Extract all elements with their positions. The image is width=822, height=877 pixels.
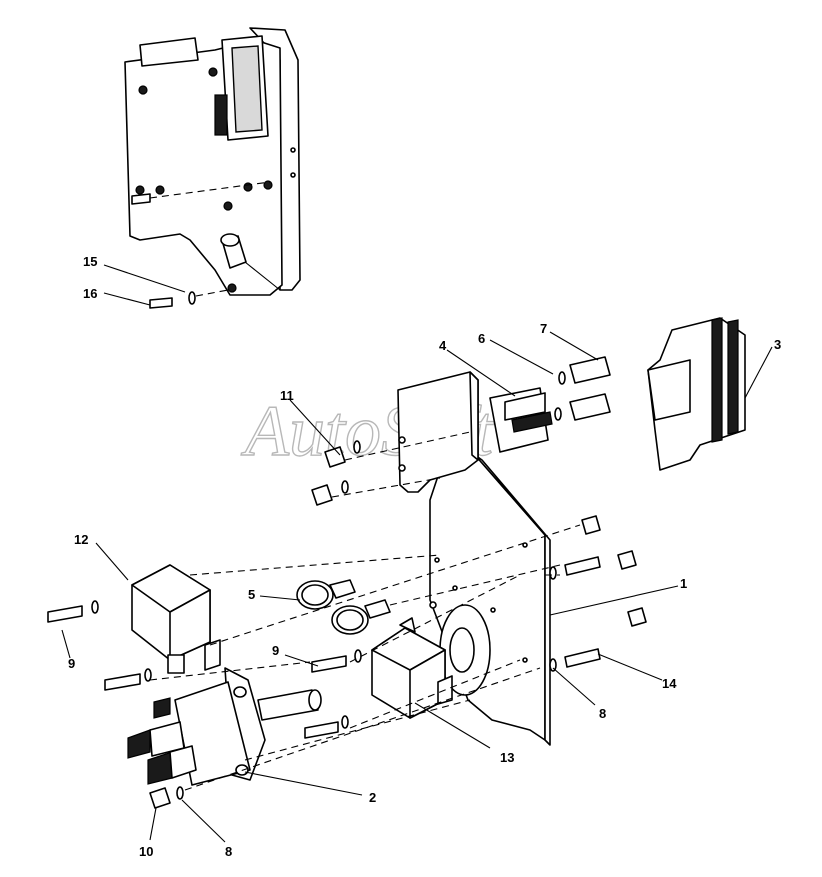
callout-2: 2 <box>369 790 376 805</box>
connector-block <box>647 317 746 471</box>
callout-6: 6 <box>478 331 485 346</box>
callout-3: 3 <box>774 337 781 352</box>
callout-9a: 9 <box>68 656 75 671</box>
callout-9b: 9 <box>272 643 279 658</box>
solenoid <box>127 667 322 786</box>
callout-13: 13 <box>500 750 514 765</box>
upper-mount-bracket <box>397 371 553 493</box>
inset-assembly <box>124 27 301 309</box>
callout-8b: 8 <box>599 706 606 721</box>
hose-clamps <box>296 579 391 635</box>
callout-14: 14 <box>662 676 677 691</box>
callout-10: 10 <box>139 844 153 859</box>
callout-8a: 8 <box>225 844 232 859</box>
relay-box <box>131 564 221 674</box>
assembly-lines <box>149 431 581 791</box>
callout-16: 16 <box>83 286 97 301</box>
control-box <box>371 617 453 719</box>
callout-4: 4 <box>439 338 447 353</box>
callout-5: 5 <box>248 587 255 602</box>
callout-1: 1 <box>680 576 687 591</box>
callout-labels: 15 16 7 6 4 3 11 12 5 1 9 9 14 8 13 2 10… <box>68 254 781 859</box>
callout-12: 12 <box>74 532 88 547</box>
leader-lines <box>61 264 773 843</box>
callout-15: 15 <box>83 254 97 269</box>
fasteners <box>47 356 647 809</box>
main-bracket <box>429 454 551 746</box>
callout-11: 11 <box>280 388 294 403</box>
callout-7: 7 <box>540 321 547 336</box>
